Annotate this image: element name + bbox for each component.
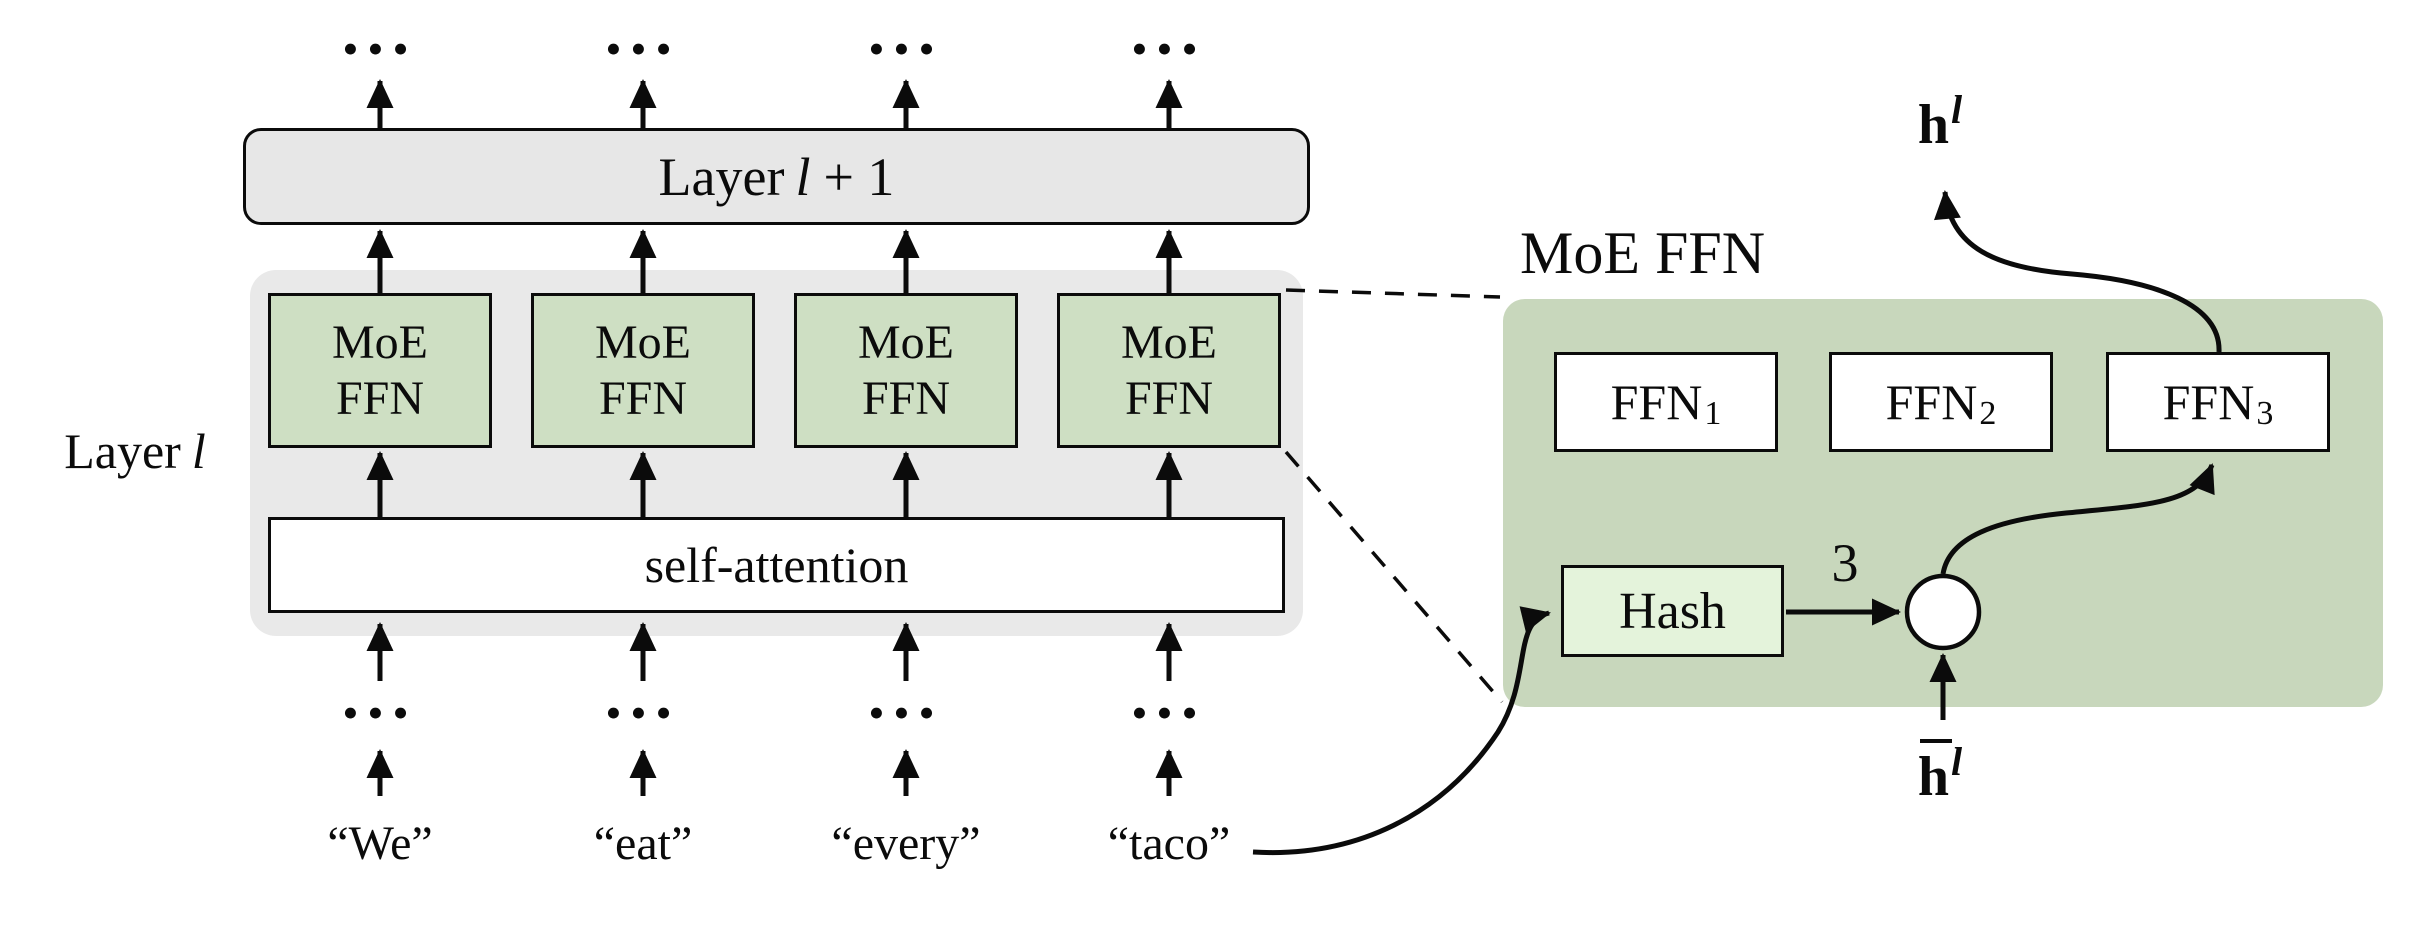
layer-above-suffix: + 1 bbox=[823, 146, 895, 207]
layer-above-index: l bbox=[795, 146, 811, 207]
expert-sub: 3 bbox=[2256, 395, 2274, 432]
ellipsis-top-3: ••• bbox=[868, 22, 944, 74]
layer-current-label: Layer l bbox=[30, 423, 240, 479]
layer-current-index: l bbox=[191, 423, 206, 479]
dashed-link-bottom bbox=[1284, 450, 1504, 704]
input-vector-base: h bbox=[1917, 746, 1950, 808]
hash-router-box: Hash bbox=[1561, 565, 1784, 657]
moe-cell-line2: FFN bbox=[861, 371, 951, 425]
self-attention-label: self-attention bbox=[644, 537, 909, 593]
token-eat: “eat” bbox=[593, 816, 693, 870]
moe-cell-line1: MoE bbox=[332, 315, 428, 369]
token-we: “We” bbox=[327, 816, 433, 870]
moe-detail-title-text: MoE FFN bbox=[1520, 219, 1766, 286]
expert-sub: 2 bbox=[1979, 395, 1997, 432]
layer-current-word: Layer bbox=[64, 423, 181, 479]
moe-cell-line1: MoE bbox=[1121, 315, 1217, 369]
moe-cell-line1: MoE bbox=[595, 315, 691, 369]
hash-label: Hash bbox=[1619, 582, 1726, 640]
ellipsis-top-4: ••• bbox=[1131, 22, 1207, 74]
token-every: “every” bbox=[831, 816, 981, 870]
input-vector-sup: l bbox=[1951, 739, 1963, 784]
token-taco: “taco” bbox=[1107, 816, 1231, 870]
ellipsis-mid-2: ••• bbox=[605, 686, 681, 738]
output-vector-base: h bbox=[1917, 94, 1950, 156]
moe-cell-line2: FFN bbox=[598, 371, 688, 425]
ellipsis-top-2: ••• bbox=[605, 22, 681, 74]
output-vector-sup: l bbox=[1951, 87, 1963, 132]
moe-cell-line1: MoE bbox=[858, 315, 954, 369]
expert-name: FFN bbox=[2162, 374, 2255, 430]
input-vector-label: hl bbox=[1858, 734, 2022, 810]
selected-expert-index: 3 bbox=[1831, 533, 1859, 593]
ellipsis-top-1: ••• bbox=[342, 22, 418, 74]
moe-detail-title: MoE FFN bbox=[1520, 220, 1765, 286]
layer-above-box: Layer l + 1 bbox=[243, 128, 1310, 225]
expert-name: FFN bbox=[1885, 374, 1978, 430]
ellipsis-mid-3: ••• bbox=[868, 686, 944, 738]
ellipsis-mid-4: ••• bbox=[1131, 686, 1207, 738]
input-vector-bar: h bbox=[1917, 735, 1953, 809]
moe-cell-line2: FFN bbox=[1124, 371, 1214, 425]
ellipsis-mid-1: ••• bbox=[342, 686, 418, 738]
self-attention-box: self-attention bbox=[268, 517, 1285, 613]
output-vector-label: hl bbox=[1858, 87, 2022, 162]
moe-cell-line2: FFN bbox=[335, 371, 425, 425]
dashed-link-top bbox=[1285, 288, 1501, 299]
expert-sub: 1 bbox=[1704, 395, 1722, 432]
expert-name: FFN bbox=[1610, 374, 1703, 430]
layer-above-word: Layer bbox=[658, 146, 785, 207]
